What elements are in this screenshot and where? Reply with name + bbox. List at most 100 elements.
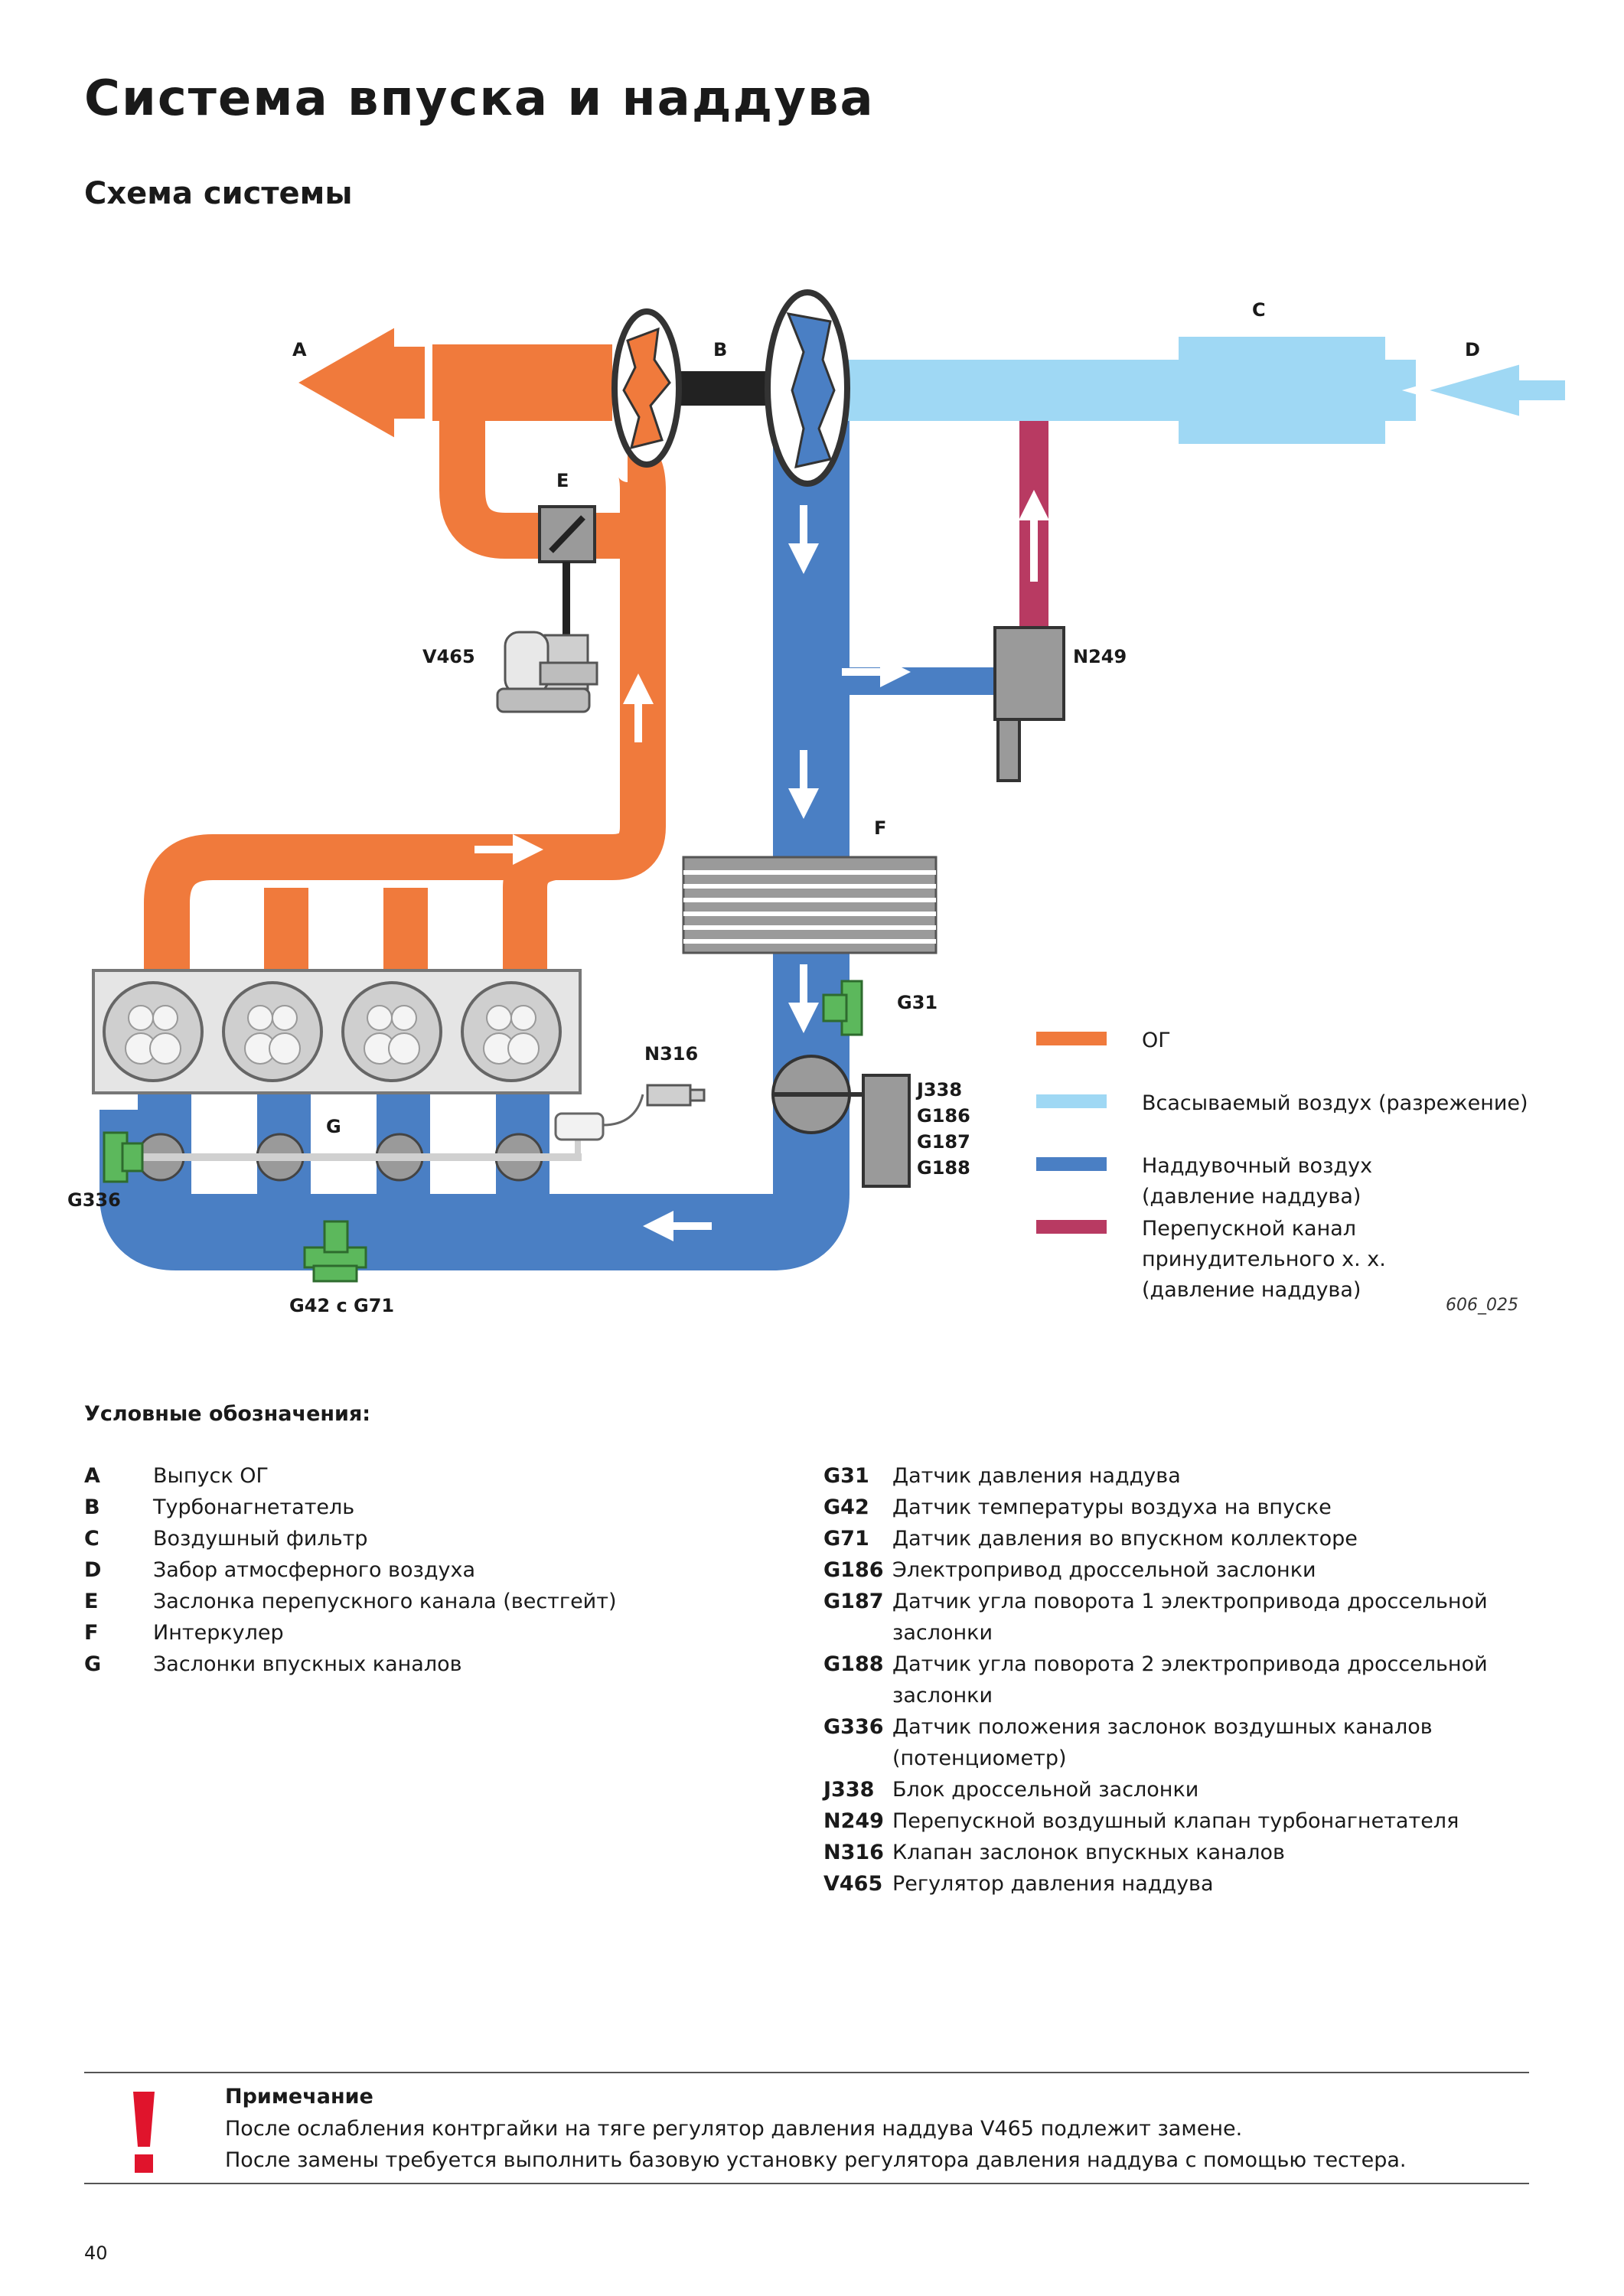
exclamation-icon: [133, 2092, 155, 2173]
legend-code: D: [84, 1558, 102, 1582]
exhaust-path: [144, 344, 666, 980]
key-swatch-bypass: [1036, 1220, 1107, 1234]
legend-text: Датчик температуры воздуха на впуске: [892, 1495, 1332, 1519]
legend-text: Датчик давления во впускном коллекторе: [892, 1527, 1358, 1551]
legend-code: G336: [823, 1715, 884, 1739]
legend-code: G71: [823, 1527, 869, 1551]
sensor-G31: [822, 980, 863, 1036]
legend-text: Забор атмосферного воздуха: [153, 1558, 476, 1582]
page-title: Система впуска и наддува: [84, 70, 875, 127]
legend-text: Воздушный фильтр: [153, 1527, 368, 1551]
legend-right-column: G31 Датчик давления наддува G42 Датчик тем…: [823, 1460, 1543, 1900]
section-subtitle: Схема системы: [84, 176, 353, 211]
key-swatch-intake: [1036, 1094, 1107, 1108]
key-label-bypass-3: (давление наддува): [1142, 1278, 1361, 1302]
legend-item-D: D Забор атмосферного воздуха: [84, 1554, 742, 1586]
note-line-2: После замены требуется выполнить базовую…: [225, 2148, 1407, 2172]
key-label-boost-2: (давление наддува): [1142, 1185, 1361, 1208]
legend-text: Датчик давления наддува: [892, 1464, 1181, 1488]
boost-pressure-regulator-V465: [496, 631, 598, 713]
key-swatch-boost: [1036, 1157, 1107, 1171]
key-swatch-exhaust: [1036, 1032, 1107, 1045]
legend-text: Датчик угла поворота 1 электропривода др…: [892, 1590, 1488, 1613]
label-G187: G187: [917, 1131, 970, 1153]
legend-heading: Условные обозначения:: [84, 1402, 371, 1426]
legend-text: Электропривод дроссельной заслонки: [892, 1558, 1316, 1582]
label-F: F: [874, 817, 886, 839]
intake-flap-valve-N316: [554, 1084, 706, 1141]
legend-item-G71: G71 Датчик давления во впускном коллектор…: [823, 1523, 1543, 1554]
legend-item-G186: G186 Электропривод дроссельной заслонки: [823, 1554, 1543, 1586]
legend-code: G31: [823, 1464, 869, 1488]
intake-vacuum-path: [842, 337, 1573, 444]
key-label-bypass: Перепускной канал: [1142, 1217, 1356, 1241]
system-diagram: A B C D E V465 N249 F G31 N316 J338 G186…: [67, 289, 1573, 1316]
legend-code: G: [84, 1652, 102, 1676]
label-G188: G188: [917, 1157, 970, 1179]
legend-text: Регулятор давления наддува: [892, 1872, 1214, 1896]
legend-item-J338: J338 Блок дроссельной заслонки: [823, 1774, 1543, 1805]
label-B: B: [713, 339, 727, 360]
legend-text-continued: заслонки: [892, 1684, 993, 1707]
legend-code: G188: [823, 1652, 884, 1676]
label-G: G: [326, 1116, 341, 1137]
legend-code: C: [84, 1527, 99, 1551]
note-heading: Примечание: [225, 2085, 373, 2108]
legend-code: G186: [823, 1558, 884, 1582]
label-D: D: [1465, 339, 1480, 360]
intercooler-F: [682, 856, 938, 954]
legend-text: Блок дроссельной заслонки: [892, 1778, 1199, 1802]
label-V465: V465: [422, 646, 475, 667]
throttle-body-J338: [771, 1055, 911, 1188]
legend-text: Заслонка перепускного канала (вестгейт): [153, 1590, 617, 1613]
sensor-G336: [103, 1131, 144, 1183]
legend-item-V465: V465 Регулятор давления наддува: [823, 1868, 1543, 1900]
legend-code: J338: [823, 1778, 875, 1802]
key-label-exhaust: ОГ: [1142, 1029, 1171, 1052]
key-label-bypass-2: принудительного х. х.: [1142, 1247, 1386, 1271]
bypass-valve-N249: [993, 626, 1065, 782]
legend-item-G: G Заслонки впускных каналов: [84, 1649, 742, 1680]
figure-id: 606_025: [1446, 1296, 1518, 1315]
legend-code: G42: [823, 1495, 869, 1519]
legend-code: N249: [823, 1809, 884, 1833]
air-filter-C: [1179, 337, 1416, 444]
legend-code: B: [84, 1495, 100, 1519]
legend-text: Заслонки впускных каналов: [153, 1652, 462, 1676]
legend-item-C: C Воздушный фильтр: [84, 1523, 742, 1554]
label-N249: N249: [1073, 646, 1127, 667]
label-N316: N316: [644, 1043, 698, 1065]
legend-text-continued: (потенциометр): [892, 1746, 1067, 1770]
label-G31: G31: [897, 992, 938, 1013]
legend-code: F: [84, 1621, 99, 1645]
note-line-1: После ослабления контргайки на тяге регу…: [225, 2117, 1243, 2141]
engine-block: [92, 969, 582, 1094]
legend-code: V465: [823, 1872, 883, 1896]
note-top-rule: [84, 2072, 1529, 2073]
label-C: C: [1252, 299, 1266, 321]
key-label-boost: Наддувочный воздух: [1142, 1154, 1372, 1178]
legend-item-G336: G336 Датчик положения заслонок воздушных …: [823, 1711, 1543, 1774]
boost-air-path: [99, 398, 1010, 1270]
label-J338: J338: [915, 1079, 962, 1101]
label-G42-G71: G42 с G71: [289, 1295, 394, 1316]
legend-text-continued: заслонки: [892, 1621, 993, 1645]
legend-code: E: [84, 1590, 99, 1613]
legend-text: Интеркулер: [153, 1621, 284, 1645]
label-G186: G186: [917, 1105, 970, 1127]
turbocharger-B: [611, 289, 850, 487]
legend-item-F: F Интеркулер: [84, 1617, 742, 1649]
legend-code: A: [84, 1464, 100, 1488]
legend-text: Клапан заслонок впускных каналов: [892, 1841, 1285, 1864]
legend-text: Датчик положения заслонок воздушных кана…: [892, 1715, 1433, 1739]
wastegate-E: [538, 505, 596, 643]
page-number: 40: [84, 2242, 108, 2264]
label-A: A: [292, 339, 307, 360]
